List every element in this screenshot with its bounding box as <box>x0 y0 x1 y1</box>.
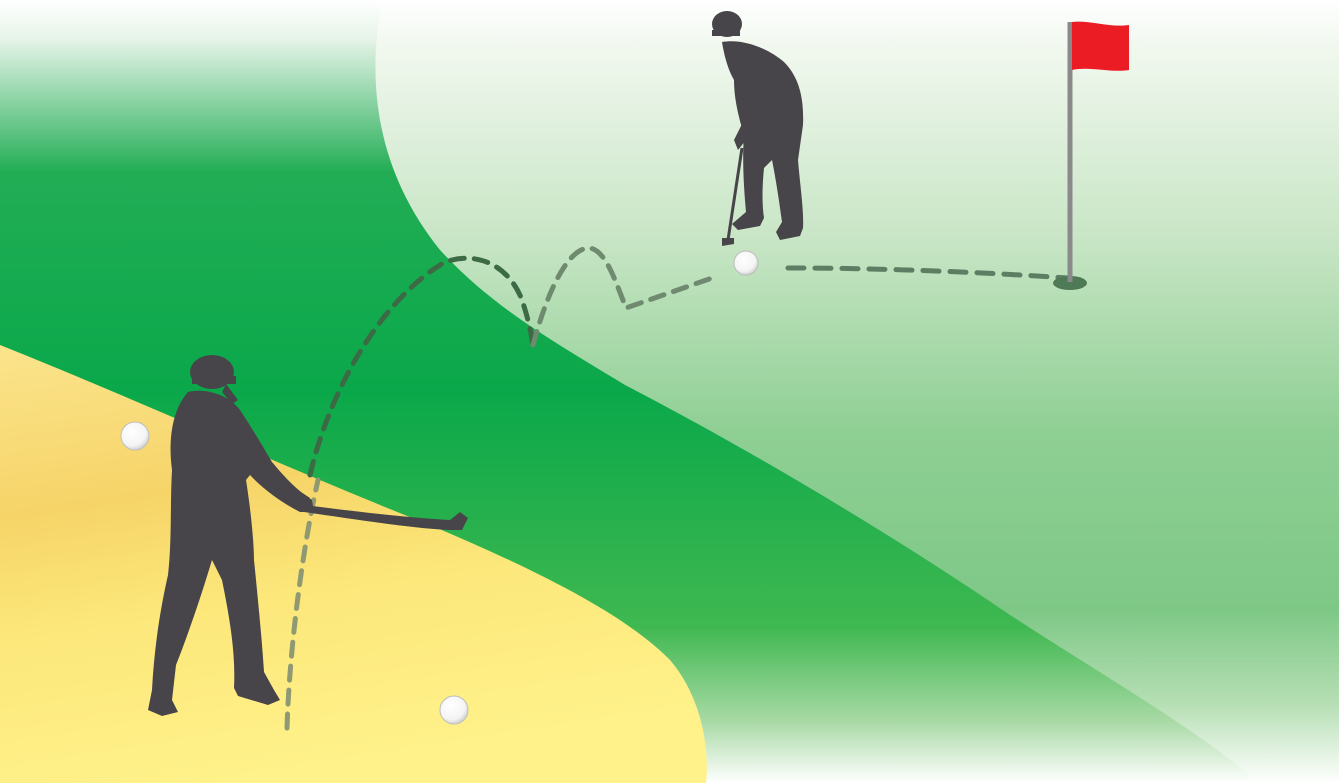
bunker-ball-left <box>121 422 149 450</box>
red-flag <box>1072 22 1129 71</box>
green-ball <box>734 251 758 275</box>
bunker-ball-bottom <box>440 696 468 724</box>
